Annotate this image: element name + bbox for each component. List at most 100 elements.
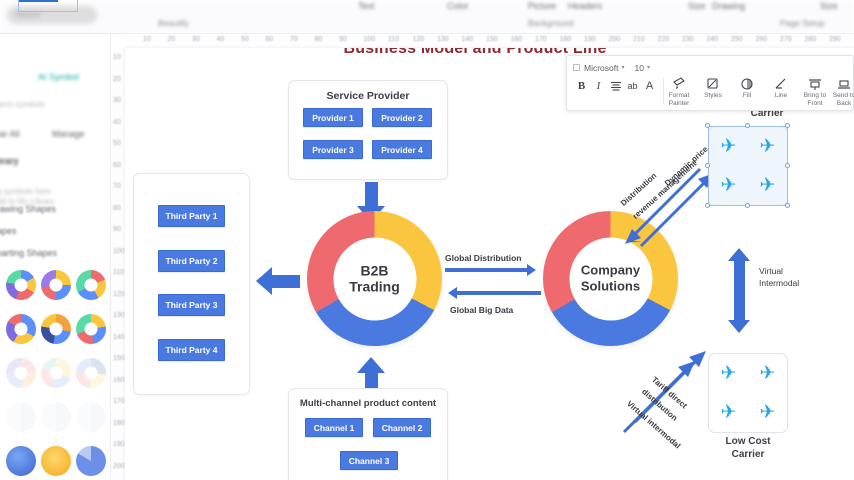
ruler-tick: 150 [486, 36, 498, 43]
bring-to-front-button[interactable]: Bring to Front [798, 76, 832, 107]
ribbon-item-2[interactable]: Picture [528, 1, 557, 11]
shape-thumb-diagram-nodes-1[interactable] [4, 352, 37, 393]
selection-handle-e[interactable] [785, 163, 790, 168]
chip-provider-1[interactable]: Provider 1 [303, 108, 363, 127]
ribbon-item-4[interactable]: Size [688, 1, 706, 11]
diagram-canvas[interactable]: Business Model and Product Line Service … [125, 48, 854, 480]
selection-handle-se[interactable] [785, 203, 790, 208]
align-icon[interactable] [607, 76, 624, 96]
fill-button[interactable]: Fill [730, 76, 764, 100]
ai-symbol-button[interactable]: AI Symbol [38, 72, 80, 82]
shape-thumb-diagram-nodes-3[interactable] [75, 352, 108, 393]
chip-third-party-1[interactable]: Third Party 1 [158, 205, 225, 227]
ribbon-item-0[interactable]: Text [358, 1, 375, 11]
shape-library-sidebar[interactable]: AI Symbol Search symbols Clear All Manag… [0, 34, 111, 480]
ruler-tick: 20 [167, 36, 176, 43]
shape-thumb-donut-multicolor-3[interactable] [75, 264, 108, 305]
chip-channel-1[interactable]: Channel 1 [305, 418, 363, 437]
ruler-tick: 60 [265, 36, 274, 43]
clear-all-button[interactable]: Clear All [0, 129, 20, 139]
ruler-tick: 70 [290, 36, 298, 43]
format-toolbar-row-font[interactable]: Microsoft ▾ 10 ▾ [573, 60, 650, 75]
sidebar-group-drawing-shapes[interactable]: Drawing Shapes [0, 204, 57, 214]
shape-thumb-sketch-shape-2[interactable] [39, 396, 72, 437]
selection-handle-w[interactable] [705, 163, 710, 168]
font-color-button[interactable]: A [645, 80, 654, 92]
ribbon-item-5[interactable]: Drawing [712, 1, 746, 11]
ruler-tick: 220 [657, 36, 670, 43]
shape-thumb-pie-blue[interactable] [4, 440, 37, 480]
arrow-third-party-left-shaft [272, 275, 300, 288]
sidebar-group-charting-shapes[interactable]: Charting Shapes [0, 248, 58, 258]
selection-handle-ne[interactable] [785, 123, 790, 128]
manage-button[interactable]: Manage [52, 129, 85, 139]
ribbon-item-3[interactable]: Headers [568, 1, 603, 11]
ruler-tick: 30 [113, 97, 121, 104]
italic-button[interactable]: I [596, 80, 601, 92]
active-tab-frame[interactable] [18, 0, 78, 12]
line-button[interactable]: Line [764, 76, 798, 100]
ribbon-item-6[interactable]: Size [820, 1, 838, 11]
ruler-tick: 230 [682, 36, 694, 43]
search-symbols-input[interactable]: Search symbols [0, 100, 45, 109]
service-provider-panel[interactable] [288, 80, 448, 180]
send-to-back-button[interactable]: Send to Back [832, 76, 854, 107]
format-painter-button[interactable]: Format Painter [662, 76, 696, 107]
shape-thumb-donut-multicolor-2[interactable] [39, 264, 72, 305]
ruler-tick: 150 [113, 355, 125, 362]
ribbon-item-1[interactable]: Color [447, 1, 469, 11]
bold-button[interactable]: B [577, 80, 586, 92]
chip-third-party-4[interactable]: Third Party 4 [158, 339, 225, 361]
format-toolbar-row-actions[interactable]: B I ab A Format Painter Styles Fill [573, 76, 854, 108]
low-cost-carrier-box[interactable]: ✈ ✈ ✈ ✈ [708, 353, 788, 433]
chip-provider-2[interactable]: Provider 2 [372, 108, 432, 127]
chip-channel-2[interactable]: Channel 2 [373, 418, 431, 437]
selection-handle-sw[interactable] [705, 203, 710, 208]
plane-icon: ✈ [720, 136, 737, 157]
ribbon-bar[interactable] [0, 0, 854, 34]
shape-icon [5, 401, 36, 432]
selection-handle-n[interactable] [745, 123, 750, 128]
ruler-tick: 40 [216, 36, 225, 43]
font-family-select[interactable]: Microsoft ▾ [584, 63, 625, 73]
selection-handle-nw[interactable] [705, 123, 710, 128]
shape-thumb-donut-multicolor-4[interactable] [4, 308, 37, 349]
ruler-tick: 190 [113, 441, 125, 448]
shape-thumb-sketch-shape-1[interactable] [4, 396, 37, 437]
shape-thumb-donut-multicolor-1[interactable] [4, 264, 37, 305]
chip-third-party-2[interactable]: Third Party 2 [158, 250, 225, 272]
ruler-tick: 190 [584, 36, 596, 43]
sidebar-header-area[interactable]: AI Symbol Search symbols Clear All Manag… [0, 34, 110, 230]
selection-handle-s[interactable] [745, 203, 750, 208]
chip-provider-3[interactable]: Provider 3 [303, 140, 363, 159]
format-painter-label: Format Painter [668, 92, 690, 107]
shape-thumb-donut-multicolor-6[interactable] [75, 308, 108, 349]
shape-thumbnail-grid[interactable] [2, 262, 110, 480]
shape-thumb-sketch-shape-3[interactable] [75, 396, 108, 437]
floating-format-toolbar[interactable]: Microsoft ▾ 10 ▾ B I ab A Format Painter [566, 55, 854, 111]
chip-provider-4[interactable]: Provider 4 [372, 140, 432, 159]
shape-thumb-pie-blue-segments[interactable] [75, 440, 108, 480]
multi-channel-title: Multi-channel product content [299, 398, 437, 409]
font-size-select[interactable]: 10 ▾ [635, 63, 650, 73]
carrier-selection-frame [708, 126, 788, 206]
donut-company-solutions[interactable]: Company Solutions [543, 211, 678, 346]
donut-b2b-trading[interactable]: B2B Trading [307, 211, 442, 346]
shape-thumb-diagram-nodes-2[interactable] [39, 352, 72, 393]
ruler-tick: 50 [241, 36, 249, 43]
styles-label: Styles [704, 92, 722, 99]
label-global-big-data: Global Big Data [450, 305, 514, 315]
sidebar-group-shapes[interactable]: Shapes [0, 226, 17, 236]
arrow-distribution-revenue [620, 163, 706, 249]
shape-thumb-pie-orange[interactable] [39, 440, 72, 480]
chip-channel-3[interactable]: Channel 3 [340, 451, 398, 470]
chip-third-party-3[interactable]: Third Party 3 [158, 294, 225, 316]
ruler-tick: 180 [559, 36, 572, 43]
search-input[interactable] [7, 6, 97, 24]
styles-button[interactable]: Styles [696, 76, 730, 100]
shape-thumb-donut-multicolor-5[interactable] [39, 308, 72, 349]
highlight-button[interactable]: ab [627, 81, 638, 91]
ruler-tick: 90 [113, 226, 121, 233]
